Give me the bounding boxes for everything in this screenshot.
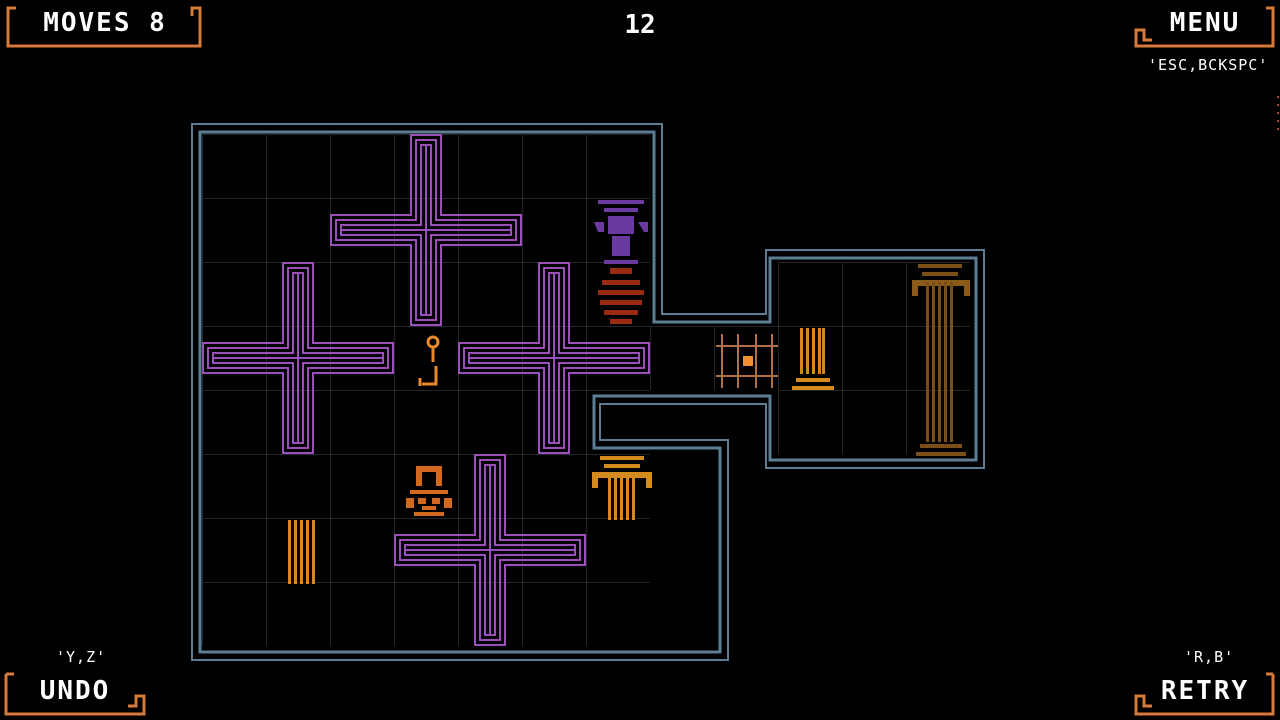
golden-column-icon[interactable] (912, 264, 970, 456)
meander-frame-icon (6, 6, 202, 48)
fluted-column-icon[interactable] (792, 328, 834, 390)
menu-label: MENU (1169, 8, 1241, 38)
retry-label: RETRY (1160, 676, 1250, 706)
meander-frame-icon (1134, 6, 1275, 48)
menu-button[interactable]: MENU (1130, 0, 1280, 52)
menu-hint: 'ESC,BCKSPC' (1148, 56, 1269, 74)
golden-key-icon[interactable] (418, 335, 440, 386)
fluted-column-icon[interactable] (288, 520, 315, 584)
undo-label: UNDO (39, 676, 111, 706)
level-number: 12 (624, 10, 656, 40)
statue-player-icon[interactable] (406, 466, 452, 516)
meander-frame-icon (4, 672, 146, 716)
room-walls (191, 123, 985, 661)
floor-grid (202, 134, 970, 646)
purple-vase-icon[interactable] (594, 200, 648, 264)
golden-column-icon[interactable] (592, 456, 652, 520)
edge-marker-icon (1277, 96, 1279, 130)
red-urn-icon[interactable] (598, 268, 644, 324)
moves-label: MOVES 8 (43, 8, 167, 38)
undo-button[interactable]: UNDO (0, 668, 150, 720)
locked-gate-icon[interactable] (716, 334, 778, 388)
meander-frame-icon (1134, 672, 1275, 716)
moves-counter: MOVES 8 (0, 0, 210, 52)
retry-button[interactable]: RETRY (1130, 668, 1280, 720)
undo-hint: 'Y,Z' (56, 648, 107, 666)
retry-hint: 'R,B' (1184, 648, 1235, 666)
